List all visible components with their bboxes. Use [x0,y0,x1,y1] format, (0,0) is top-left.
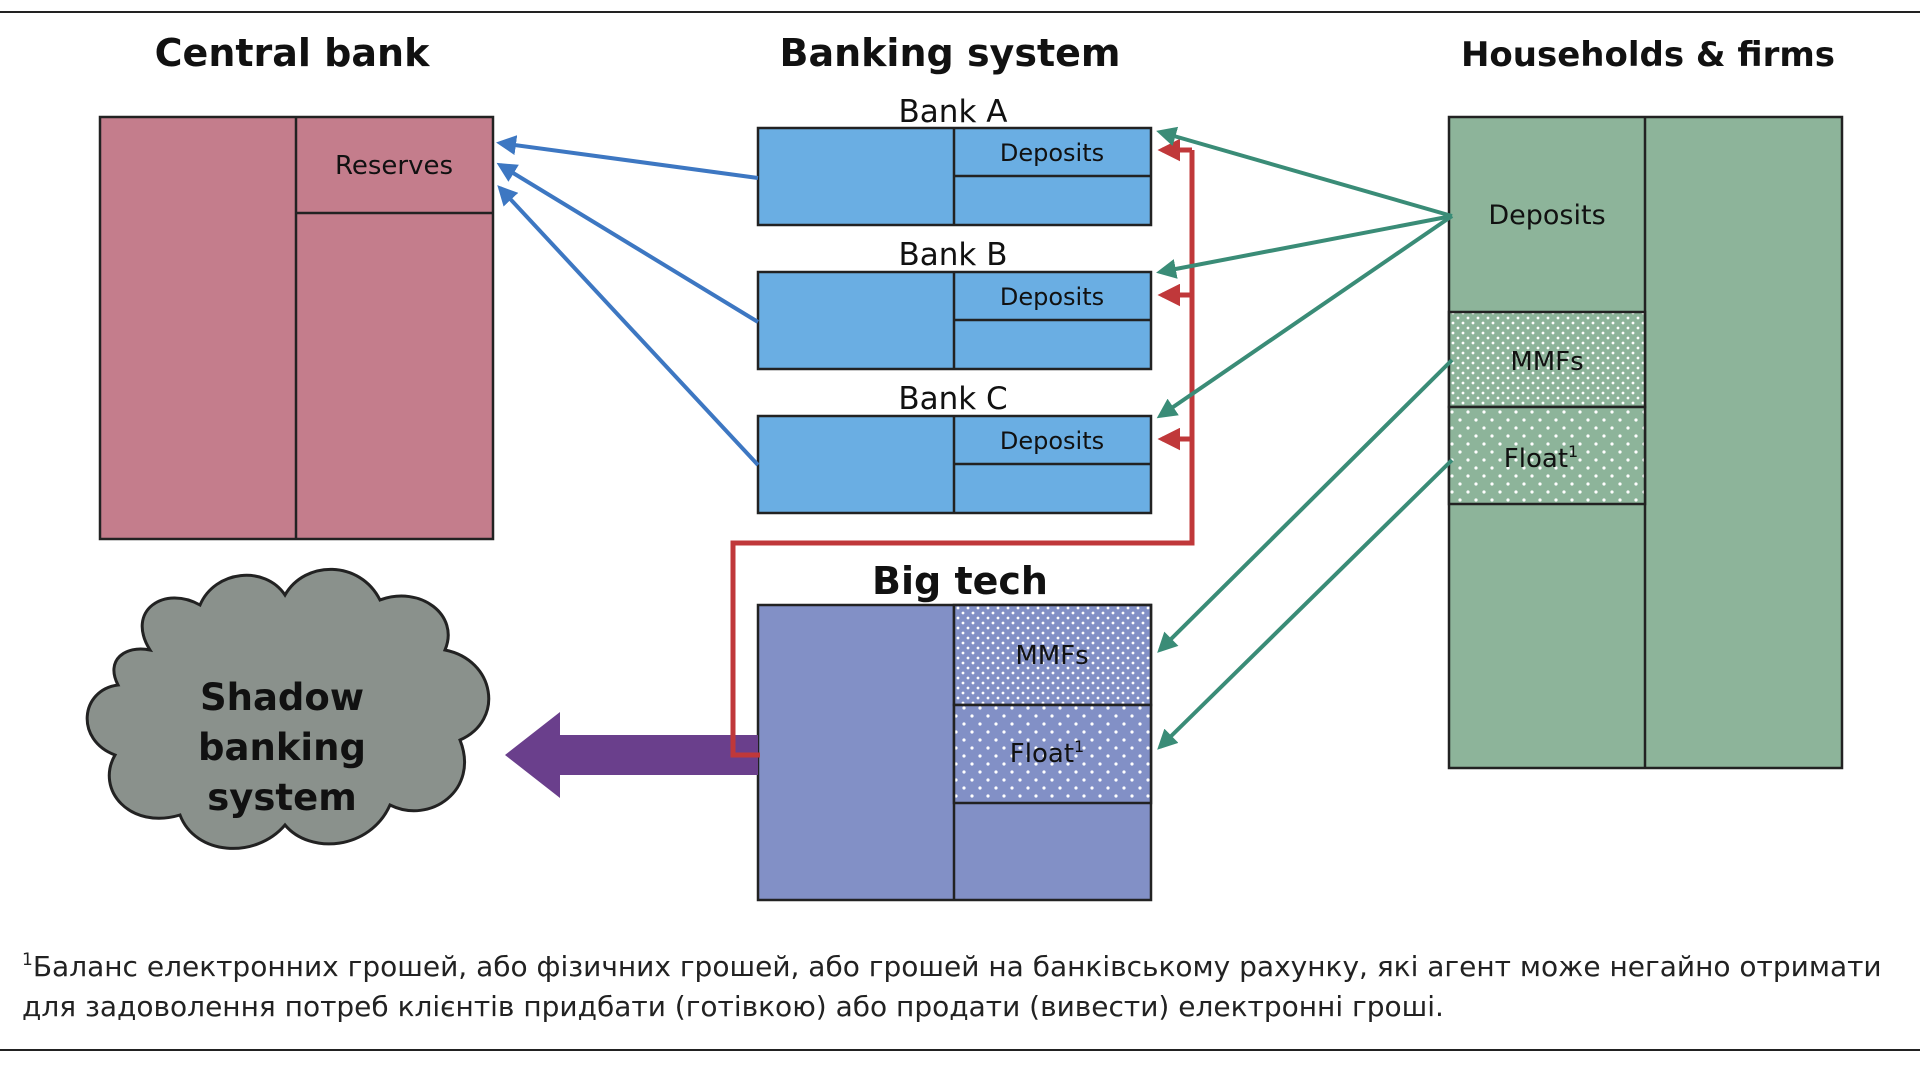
bank-a-label: Bank A [899,94,1008,130]
green-arrow-bank-c [1156,214,1454,419]
bank-a-balance-sheet: Deposits [756,126,1153,227]
households-float-label: Float1 [1504,442,1578,474]
shadow-banking-cloud: Shadow banking system [85,567,491,850]
households-firms-balance-sheet: Deposits MMFs Float1 [1447,115,1844,770]
shadow-banking-line1: Shadow [200,676,364,719]
bank-b-deposits-label: Deposits [1000,283,1104,311]
green-arrow-big-tech-float [1157,458,1454,750]
reserves-label: Reserves [335,151,453,181]
footnote: 1Баланс електронних грошей, або фізичних… [22,940,1902,1027]
red-path-big-tech-to-banks [730,150,1195,758]
shadow-banking-line2: banking [198,726,366,769]
big-tech-float-label: Float1 [1010,737,1084,769]
blue-arrow-bank-b [496,162,760,324]
bank-c-deposits-label: Deposits [1000,427,1104,455]
bank-c-label: Bank C [898,381,1007,417]
green-arrow-bank-a [1156,126,1453,218]
green-arrow-big-tech-mmfs [1157,358,1454,653]
blue-arrow-bank-a [496,135,759,180]
purple-arrow-to-shadow-banking [505,712,758,798]
bank-b-balance-sheet: Deposits [756,270,1153,371]
central-bank-balance-sheet: Reserves [98,115,495,541]
big-tech-mmfs-label: MMFs [1015,641,1088,671]
footnote-marker: 1 [22,950,33,970]
bank-a-deposits-label: Deposits [1000,139,1104,167]
green-arrow-bank-b [1156,214,1453,279]
households-firms-header: Households & firms [1461,35,1835,75]
banking-system-header: Banking system [780,31,1121,75]
blue-arrows-group [496,135,760,467]
big-tech-header: Big tech [872,559,1048,603]
bank-b-label: Bank B [899,237,1008,273]
bank-c-balance-sheet: Deposits [756,414,1153,515]
big-tech-balance-sheet: MMFs Float1 [756,603,1153,902]
red-arrows-group [730,138,1195,758]
households-mmfs-label: MMFs [1510,347,1583,377]
households-deposits-label: Deposits [1488,200,1605,231]
footnote-text: Баланс електронних грошей, або фізичних … [22,950,1882,1023]
green-arrows-group [1156,126,1454,750]
central-bank-header: Central bank [155,31,430,75]
blue-arrow-bank-c [497,185,760,467]
shadow-banking-line3: system [207,776,357,819]
